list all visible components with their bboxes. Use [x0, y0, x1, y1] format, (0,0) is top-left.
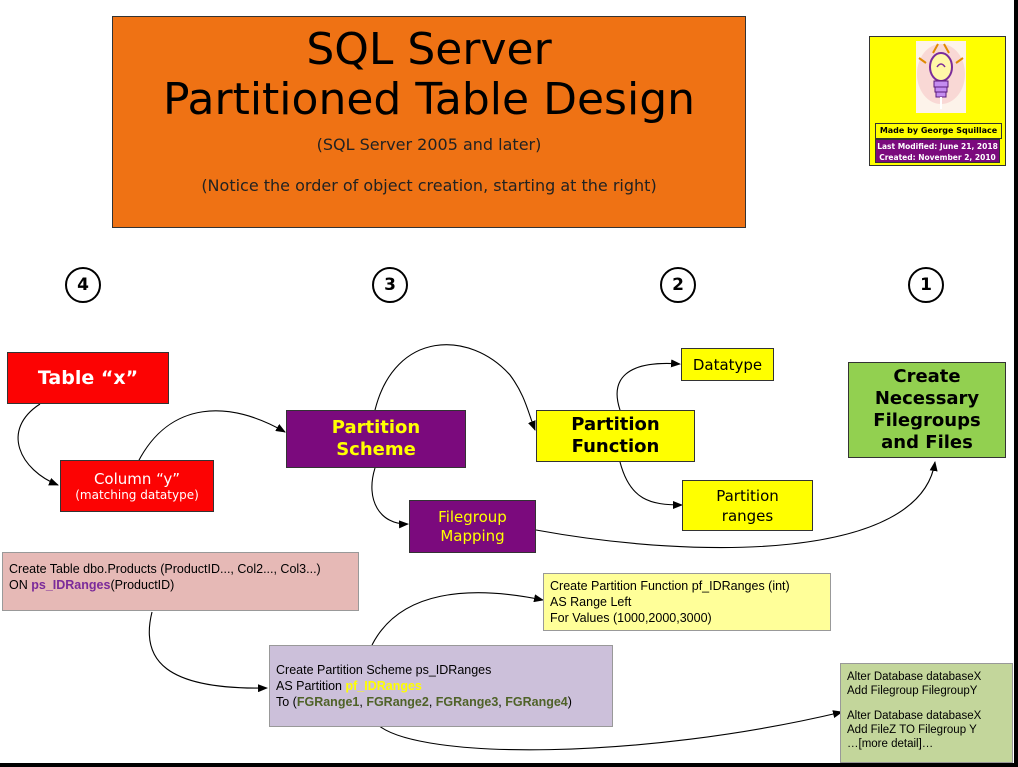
create-table-code: Create Table dbo.Products (ProductID...,… [2, 552, 359, 611]
partition-ranges-node: Partition ranges [682, 480, 813, 531]
step-3-circle: 3 [372, 267, 408, 303]
create-scheme-close-paren: ) [567, 695, 572, 709]
create-table-on-keyword: ON [9, 578, 32, 592]
alter-database-code: Alter Database databaseX Add Filegroup F… [840, 663, 1013, 763]
step-2-circle: 2 [660, 267, 696, 303]
alter-db-line-2: Add Filegroup FilegroupY [847, 685, 978, 697]
arrow-scheme-to-function [374, 344, 536, 431]
fg-range-1: FGRange1 [296, 695, 360, 709]
filegroup-mapping-label-2: Mapping [440, 526, 505, 545]
create-table-scheme-ref: ps_IDRanges [31, 578, 111, 592]
create-table-line-1: Create Table dbo.Products (ProductID...,… [9, 562, 321, 576]
create-scheme-code: Create Partition Scheme ps_IDRanges AS P… [269, 645, 613, 727]
create-table-line-2: ON ps_IDRanges(ProductID) [9, 577, 352, 593]
column-node-label: Column “y” [93, 470, 181, 488]
filegroups-label-2: Necessary [874, 388, 980, 409]
fg-sep-2: , [428, 695, 436, 709]
arrow-column-to-scheme [137, 410, 286, 463]
alter-db-line-4: Add FileZ TO Filegroup Y [847, 724, 977, 736]
arrow-mapping-to-filegroups [535, 461, 938, 549]
alter-db-line-1: Alter Database databaseX [847, 671, 982, 683]
alter-db-line-5: …[more detail]… [847, 738, 934, 750]
column-node: Column “y” (matching datatype) [60, 460, 214, 512]
alter-db-spacer [847, 698, 1006, 709]
dates-panel: Last Modified: June 21, 2018 Created: No… [875, 139, 1000, 163]
datatype-label: Datatype [692, 355, 763, 374]
created-text: Created: November 2, 2010 [879, 153, 996, 162]
title-panel: SQL Server Partitioned Table Design (SQL… [112, 16, 746, 228]
alter-db-line-3: Alter Database databaseX [847, 710, 982, 722]
arrow-function-to-datatype [616, 359, 681, 411]
create-function-line-2: AS Range Left [550, 595, 632, 609]
lightbulb-icon [916, 41, 966, 113]
filegroups-label-4: and Files [881, 432, 973, 453]
table-node-label: Table “x” [37, 367, 139, 389]
order-note: (Notice the order of object creation, st… [201, 176, 657, 195]
frame-right-edge [1014, 0, 1018, 767]
create-function-line-3: For Values (1000,2000,3000) [550, 611, 712, 625]
arrow-schemecode-to-dbcode [377, 710, 843, 751]
title-line-1: SQL Server [306, 24, 552, 75]
frame-bottom-edge [0, 763, 1018, 767]
partition-scheme-label-1: Partition [331, 417, 421, 438]
create-scheme-line-3: To (FGRange1, FGRange2, FGRange3, FGRang… [276, 694, 606, 710]
partition-function-label-2: Function [571, 436, 660, 457]
arrow-tablecode-to-schemecode [148, 611, 268, 693]
create-scheme-as-partition: AS Partition [276, 679, 346, 693]
filegroup-mapping-node: Filegroup Mapping [409, 500, 536, 553]
create-function-code: Create Partition Function pf_IDRanges (i… [543, 573, 831, 631]
author-badge: Made by George Squillace Last Modified: … [869, 36, 1006, 166]
filegroups-label-3: Filegroups [873, 410, 981, 431]
arrow-scheme-to-filegroup-mapping [371, 467, 409, 529]
fg-range-2: FGRange2 [366, 695, 429, 709]
fg-sep-1: , [359, 695, 367, 709]
partition-function-label-1: Partition [571, 414, 660, 435]
partition-function-node: Partition Function [536, 410, 695, 462]
create-scheme-function-ref: pf_IDRanges [345, 679, 422, 693]
filegroups-label-1: Create [893, 366, 961, 387]
arrow-function-to-ranges [619, 461, 683, 509]
fg-range-3: FGRange3 [435, 695, 499, 709]
fg-sep-3: , [498, 695, 506, 709]
title-line-2: Partitioned Table Design [162, 74, 696, 125]
arrow-schemecode-to-functioncode [371, 592, 544, 646]
filegroup-mapping-label-1: Filegroup [438, 507, 507, 526]
filegroups-node: Create Necessary Filegroups and Files [848, 362, 1006, 458]
step-4-circle: 4 [65, 267, 101, 303]
create-function-line-1: Create Partition Function pf_IDRanges (i… [550, 579, 790, 593]
made-by-label: Made by George Squillace [875, 123, 1002, 139]
fg-range-4: FGRange4 [505, 695, 568, 709]
partition-ranges-label-1: Partition [716, 486, 779, 505]
create-scheme-to: To ( [276, 695, 297, 709]
partition-scheme-label-2: Scheme [336, 439, 416, 460]
create-scheme-line-1: Create Partition Scheme ps_IDRanges [276, 663, 492, 677]
create-table-column-ref: (ProductID) [110, 578, 175, 592]
partition-scheme-node: Partition Scheme [286, 410, 466, 468]
partition-ranges-label-2: ranges [721, 506, 774, 525]
column-node-sublabel: (matching datatype) [75, 488, 199, 502]
version-note: (SQL Server 2005 and later) [316, 135, 542, 154]
table-node: Table “x” [7, 352, 169, 404]
last-modified-text: Last Modified: June 21, 2018 [877, 142, 998, 151]
arrow-table-to-column [17, 403, 59, 486]
step-1-circle: 1 [908, 267, 944, 303]
datatype-node: Datatype [681, 348, 774, 381]
create-scheme-line-2: AS Partition pf_IDRanges [276, 678, 606, 694]
